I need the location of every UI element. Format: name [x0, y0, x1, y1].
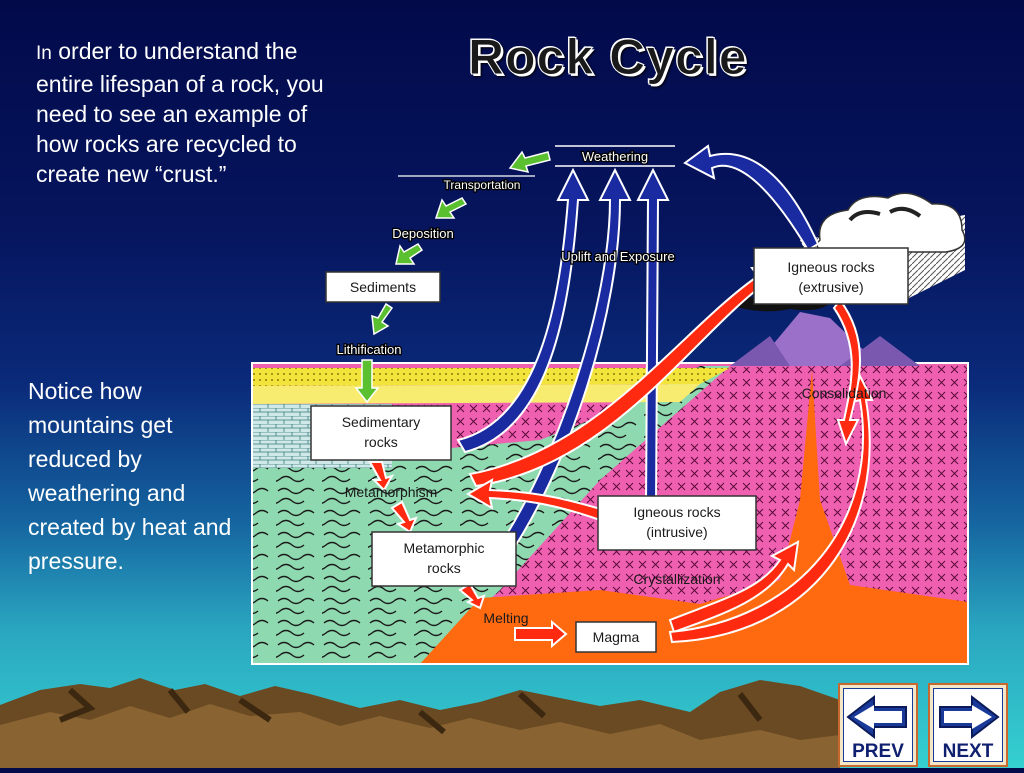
volcano-cone: [755, 312, 880, 366]
slide-title: Rock Cycle: [468, 29, 748, 86]
magma-box: Magma: [575, 621, 657, 653]
sedimentary-line1: Sedimentary: [342, 414, 421, 430]
volcano-ridge-left: [730, 336, 790, 366]
metamorphic-layer: [252, 366, 730, 664]
igneous-intrusive-line1: Igneous rocks: [633, 504, 720, 520]
section-border: [251, 362, 969, 665]
igneous-extrusive-box: Igneous rocks (extrusive): [753, 247, 909, 305]
weathering-to-transport-arrow: [508, 150, 551, 174]
deposition-to-sediments-arrow: [395, 243, 424, 265]
magma-frame: [575, 621, 657, 653]
transport-to-deposition-arrow: [434, 197, 468, 219]
magma-to-extrusive-arrow: [668, 373, 874, 644]
uplift-arrow-2: [488, 167, 632, 568]
sedimentary-rocks-frame: [310, 405, 452, 461]
igneous-intrusive-line2: (intrusive): [646, 524, 707, 540]
cloud-body: [816, 192, 966, 253]
next-button[interactable]: NEXT: [928, 683, 1008, 767]
transportation-label: Transportation: [444, 178, 521, 192]
metamorphic-rocks-frame: [371, 531, 517, 587]
magma-to-intrusive-arrow: [668, 540, 800, 634]
prev-label: PREV: [852, 741, 904, 762]
melting-label: Melting: [483, 610, 528, 626]
note-text: Notice how mountains get reduced by weat…: [28, 378, 232, 574]
metamorphism-to-rocks-arrow: [390, 500, 418, 534]
sediments-box: Sediments: [325, 271, 441, 303]
prev-button[interactable]: PREV: [838, 683, 918, 767]
deposition-label: Deposition: [392, 226, 453, 241]
igneous-extrusive-line2: (extrusive): [798, 279, 863, 295]
lithification-down-arrow: [354, 359, 380, 404]
lithification-label: Lithification: [336, 342, 401, 357]
mountain-shading: [58, 687, 763, 735]
consolidation-arrow: [832, 298, 861, 447]
igneous-intrusive-box: Igneous rocks (intrusive): [597, 495, 757, 551]
arrow-right-icon: [939, 694, 1000, 740]
sediments-to-lithification-arrow: [371, 302, 394, 336]
igneous-intrusive-frame: [597, 495, 757, 551]
mountains-near: [0, 704, 840, 768]
igneous-extrusive-line1: Igneous rocks: [787, 259, 874, 275]
intro-text: In order to understand the entire lifesp…: [36, 36, 336, 189]
metamorphic-line1: Metamorphic: [404, 540, 485, 556]
mountain-range: [0, 678, 840, 768]
weathering-label: Weathering: [582, 149, 648, 164]
process-labels-top: Weathering Transportation Deposition Upl…: [335, 145, 676, 358]
metamorphism-label: Metamorphism: [345, 484, 438, 500]
cloud-shading: [848, 206, 922, 222]
consolidation-label: Consolidation: [802, 385, 887, 401]
sedimentary-line2: rocks: [364, 434, 397, 450]
green-arrows: [354, 150, 551, 404]
arrow-left-icon: [846, 694, 907, 740]
intro-rest: order to understand the entire lifespan …: [36, 38, 324, 187]
uplift-arrow-3: [636, 167, 670, 506]
uplift-label: Uplift and Exposure: [561, 249, 674, 264]
metamorphic-rocks-box: Metamorphic rocks: [371, 531, 517, 587]
igneous-extrusive-frame: [753, 247, 909, 305]
sedimentary-rocks-box: Sedimentary rocks: [310, 405, 452, 461]
sed-to-meta-arrow: [368, 461, 395, 492]
sediments-box-frame: [325, 271, 441, 303]
sediments-label: Sediments: [350, 279, 416, 295]
weathering-return-arrow: [683, 144, 820, 252]
intrusive-to-metamorphism-arrow: [466, 478, 606, 522]
uplift-arrow-1: [456, 167, 590, 454]
magma-label: Magma: [593, 629, 640, 645]
next-label: NEXT: [942, 741, 994, 762]
intro-first-word: In: [36, 43, 52, 64]
melting-to-magma-arrow: [514, 619, 568, 649]
metamorphic-line2: rocks: [427, 560, 460, 576]
magma-layer: [420, 370, 968, 664]
crystallization-label: Crystallization: [633, 571, 720, 587]
uplift-arrows: [456, 144, 820, 568]
